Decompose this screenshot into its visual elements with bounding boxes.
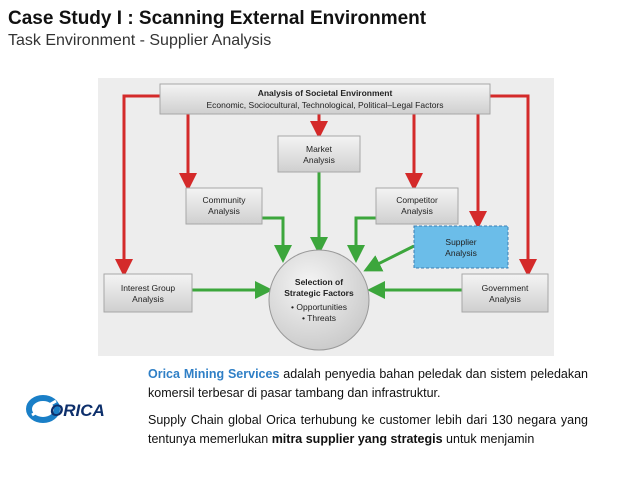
community-box <box>185 187 263 225</box>
green-arrows <box>178 172 462 299</box>
center-label-2: Strategic Factors <box>284 288 354 298</box>
supply-chain-bold: mitra supplier yang strategis <box>271 432 443 446</box>
orica-logo-svg: ORICA <box>26 395 105 423</box>
societal-subtitle: Economic, Sociocultural, Technological, … <box>206 100 443 110</box>
supplier-box <box>413 225 509 269</box>
competitor-label-2: Analysis <box>401 206 433 216</box>
supplier-label-2: Analysis <box>445 248 477 258</box>
center-label-3: • Opportunities <box>291 302 347 312</box>
market-label-2: Analysis <box>303 155 335 165</box>
government-label-2: Analysis <box>489 294 521 304</box>
societal-title: Analysis of Societal Environment <box>258 88 393 98</box>
logo-cut-icon <box>31 399 57 417</box>
center-label-1: Selection of <box>295 277 343 287</box>
intro-text: adalah penyedia bahan peledak dan sistem… <box>148 367 589 400</box>
center-label-4: • Threats <box>302 313 336 323</box>
societal-box <box>159 83 491 115</box>
diagram-svg: Analysis of Societal Environment Economi… <box>103 83 549 351</box>
page-subtitle: Task Environment - Supplier Analysis <box>8 32 272 49</box>
supply-chain-paragraph: Supply Chain global Orica terhubung ke c… <box>148 411 588 449</box>
market-label-1: Market <box>306 144 333 154</box>
supplier-label-1: Supplier <box>445 237 476 247</box>
page-title: Case Study I : Scanning External Environ… <box>8 8 427 29</box>
government-box <box>461 273 549 313</box>
logo-text: ORICA <box>50 401 105 420</box>
competitor-label-1: Competitor <box>396 195 438 205</box>
market-box <box>277 135 361 173</box>
environment-diagram: Analysis of Societal Environment Economi… <box>98 78 554 356</box>
supply-chain-text-c: untuk menjamin <box>442 432 535 446</box>
intro-paragraph: Orica Mining Services adalah penyedia ba… <box>148 365 588 403</box>
company-name: Orica Mining Services <box>148 367 280 381</box>
interest-group-label-2: Analysis <box>132 294 164 304</box>
strategic-factors-circle <box>268 249 370 351</box>
community-label-2: Analysis <box>208 206 240 216</box>
interest-group-box <box>103 273 193 313</box>
orica-logo: ORICA <box>26 387 124 429</box>
logo-swoosh-icon <box>26 395 60 423</box>
competitor-box <box>375 187 459 225</box>
red-arrows <box>115 94 537 277</box>
supply-chain-text-a: Supply Chain global Orica terhubung ke c… <box>148 413 588 446</box>
community-label-1: Community <box>203 195 247 205</box>
government-label-1: Government <box>482 283 529 293</box>
interest-group-label-1: Interest Group <box>121 283 176 293</box>
